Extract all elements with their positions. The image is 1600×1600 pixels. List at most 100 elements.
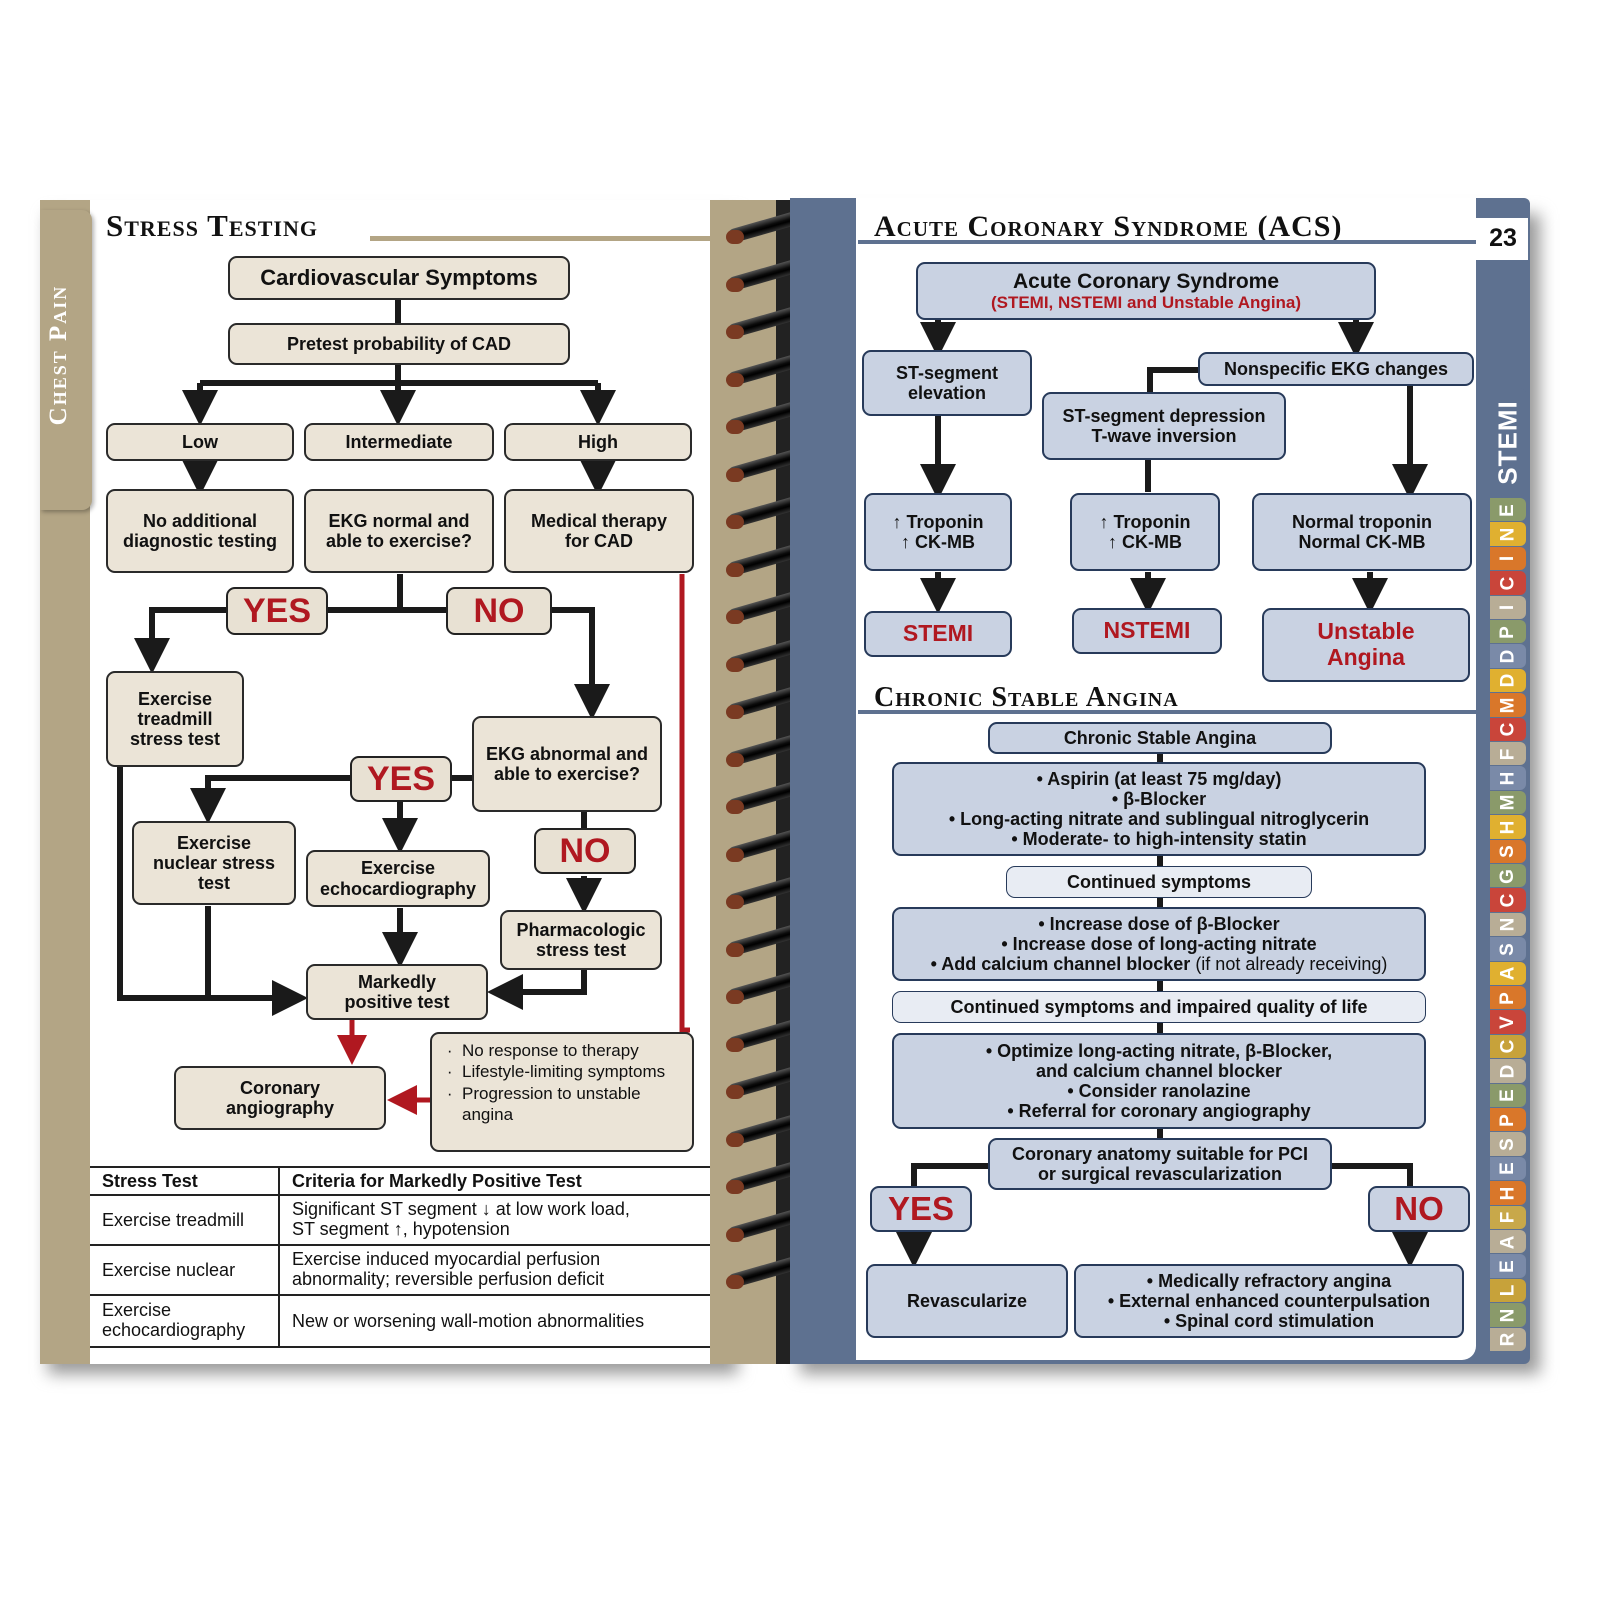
- spiral-coil-end: [726, 1037, 744, 1052]
- spiral-coil-end: [726, 230, 744, 244]
- index-tab[interactable]: F: [1490, 1205, 1526, 1229]
- index-tab-label: R: [1496, 1331, 1518, 1347]
- index-tab[interactable]: S: [1490, 937, 1526, 961]
- table-row: Exercise nuclear Exercise induced myocar…: [90, 1245, 710, 1296]
- high-box: High: [504, 423, 692, 461]
- spiral-coil-end: [726, 705, 744, 719]
- index-tab-label: P: [1497, 624, 1518, 639]
- spiral-coil-end: [726, 990, 744, 1004]
- index-tab[interactable]: C: [1490, 717, 1526, 741]
- continued-symptoms-box: Continued symptoms: [1006, 866, 1312, 898]
- exercise-treadmill-box: Exercise treadmill stress test: [106, 671, 244, 767]
- spiral-coil-end: [726, 847, 744, 862]
- acs-title-underline: [858, 240, 1476, 244]
- index-tab[interactable]: E: [1490, 1083, 1526, 1107]
- acs-title: Acute Coronary Syndrome (ACS): [874, 210, 1343, 243]
- index-tab-label: P: [1497, 1112, 1518, 1127]
- index-tab-label: G: [1497, 867, 1518, 884]
- unstable-angina-box: Unstable Angina: [1262, 608, 1470, 682]
- index-tab-label: C: [1496, 892, 1518, 908]
- index-tab[interactable]: L: [1490, 1278, 1526, 1303]
- stress-flow-lines: [117, 298, 690, 1115]
- coronary-angiography-box: Coronary angiography: [174, 1066, 386, 1130]
- no-label-2: NO: [534, 828, 636, 874]
- index-tab[interactable]: A: [1490, 1230, 1526, 1254]
- index-tab-label: S: [1497, 844, 1518, 859]
- index-tab[interactable]: R: [1490, 1327, 1526, 1351]
- index-tab[interactable]: D: [1490, 1059, 1526, 1083]
- index-tab[interactable]: M: [1490, 693, 1526, 717]
- index-tab-label: M: [1496, 794, 1518, 811]
- index-tab-label: D: [1496, 1063, 1518, 1079]
- index-tab[interactable]: E: [1490, 1254, 1526, 1278]
- table-row: Exercise treadmill Significant ST segmen…: [90, 1195, 710, 1246]
- spiral-coil-end: [726, 800, 744, 814]
- table-cell: Exercise echocardiography: [90, 1295, 280, 1348]
- csa-step1-box: • Aspirin (at least 75 mg/day) • β-Block…: [892, 762, 1426, 856]
- csa-step2-note: (if not already receiving): [1195, 954, 1388, 975]
- troponin-up-box-1: ↑ Troponin ↑ CK-MB: [864, 493, 1012, 571]
- anatomy-box: Coronary anatomy suitable for PCI or sur…: [988, 1138, 1332, 1190]
- criteria-list: No response to therapyLifestyle-limiting…: [442, 1040, 686, 1125]
- index-tab-label: D: [1496, 648, 1518, 664]
- csa-yes-label: YES: [870, 1186, 972, 1232]
- no-label-1: NO: [446, 587, 552, 635]
- index-tab[interactable]: D: [1490, 644, 1526, 668]
- index-tab-label: STEMI: [1492, 400, 1523, 485]
- spiral-coil-end: [726, 325, 744, 339]
- index-tab[interactable]: N: [1490, 522, 1526, 546]
- index-tab-label: I: [1497, 555, 1518, 562]
- refractory-box: • Medically refractory angina • External…: [1074, 1264, 1464, 1338]
- index-tab[interactable]: M: [1490, 790, 1526, 815]
- index-tab[interactable]: V: [1490, 1010, 1526, 1034]
- table-header-row: Stress Test Criteria for Markedly Positi…: [90, 1167, 710, 1196]
- index-tab[interactable]: P: [1490, 1108, 1526, 1132]
- spiral-coil-end: [726, 752, 744, 767]
- index-tab[interactable]: S: [1490, 839, 1526, 863]
- yes-label-2: YES: [350, 756, 452, 802]
- csa-step2-lines: • Increase dose of β-Blocker • Increase …: [1001, 913, 1317, 954]
- index-tab[interactable]: H: [1490, 815, 1526, 839]
- index-tab[interactable]: H: [1490, 766, 1526, 790]
- spiral-coil-end: [726, 1180, 744, 1194]
- index-tab-label: E: [1497, 1161, 1518, 1176]
- index-tab-label: I: [1497, 604, 1518, 611]
- index-tab[interactable]: E: [1490, 498, 1526, 522]
- table-cell: Significant ST segment ↓ at low work loa…: [279, 1195, 710, 1246]
- index-tab[interactable]: C: [1490, 888, 1526, 912]
- continued-quality-box: Continued symptoms and impaired quality …: [892, 991, 1426, 1023]
- index-tab[interactable]: H: [1490, 1181, 1526, 1205]
- index-tab-label: N: [1496, 526, 1518, 542]
- index-tab[interactable]: I: [1490, 546, 1526, 571]
- index-tab[interactable]: G: [1490, 864, 1526, 888]
- index-tab[interactable]: D: [1490, 668, 1526, 693]
- stress-testing-title: Stress Testing: [106, 208, 318, 243]
- index-tab[interactable]: I: [1490, 595, 1526, 619]
- index-tab-label: S: [1497, 942, 1518, 956]
- index-tab[interactable]: C: [1490, 571, 1526, 595]
- table-row: Exercise echocardiography New or worseni…: [90, 1295, 710, 1348]
- spiral-coil-end: [726, 1275, 744, 1289]
- index-tab[interactable]: N: [1490, 912, 1526, 937]
- index-tab[interactable]: S: [1490, 1132, 1526, 1156]
- criteria-list-item: Lifestyle-limiting symptoms: [462, 1061, 686, 1082]
- chest-pain-tab[interactable]: [40, 210, 92, 510]
- spiral-coil-end: [726, 277, 744, 292]
- spiral-coil-end: [726, 515, 744, 529]
- index-tab[interactable]: F: [1490, 742, 1526, 766]
- index-tab-label: P: [1497, 990, 1518, 1005]
- criteria-list-item: Progression to unstable angina: [462, 1083, 686, 1126]
- csa-no-label: NO: [1368, 1186, 1470, 1232]
- page-number: 23: [1489, 224, 1517, 252]
- spiral-coil-end: [726, 1085, 744, 1099]
- troponin-up-box-2: ↑ Troponin ↑ CK-MB: [1070, 493, 1220, 571]
- spiral-coil-end: [726, 895, 744, 909]
- index-tab[interactable]: A: [1490, 961, 1526, 985]
- index-tab[interactable]: N: [1490, 1303, 1526, 1327]
- index-tab[interactable]: STEMI: [1490, 388, 1526, 497]
- index-tab[interactable]: C: [1490, 1034, 1526, 1059]
- index-tab[interactable]: P: [1490, 620, 1526, 644]
- index-tab[interactable]: E: [1490, 1156, 1526, 1181]
- index-tab[interactable]: P: [1490, 986, 1526, 1010]
- stress-test-table: Stress Test Criteria for Markedly Positi…: [90, 1166, 710, 1348]
